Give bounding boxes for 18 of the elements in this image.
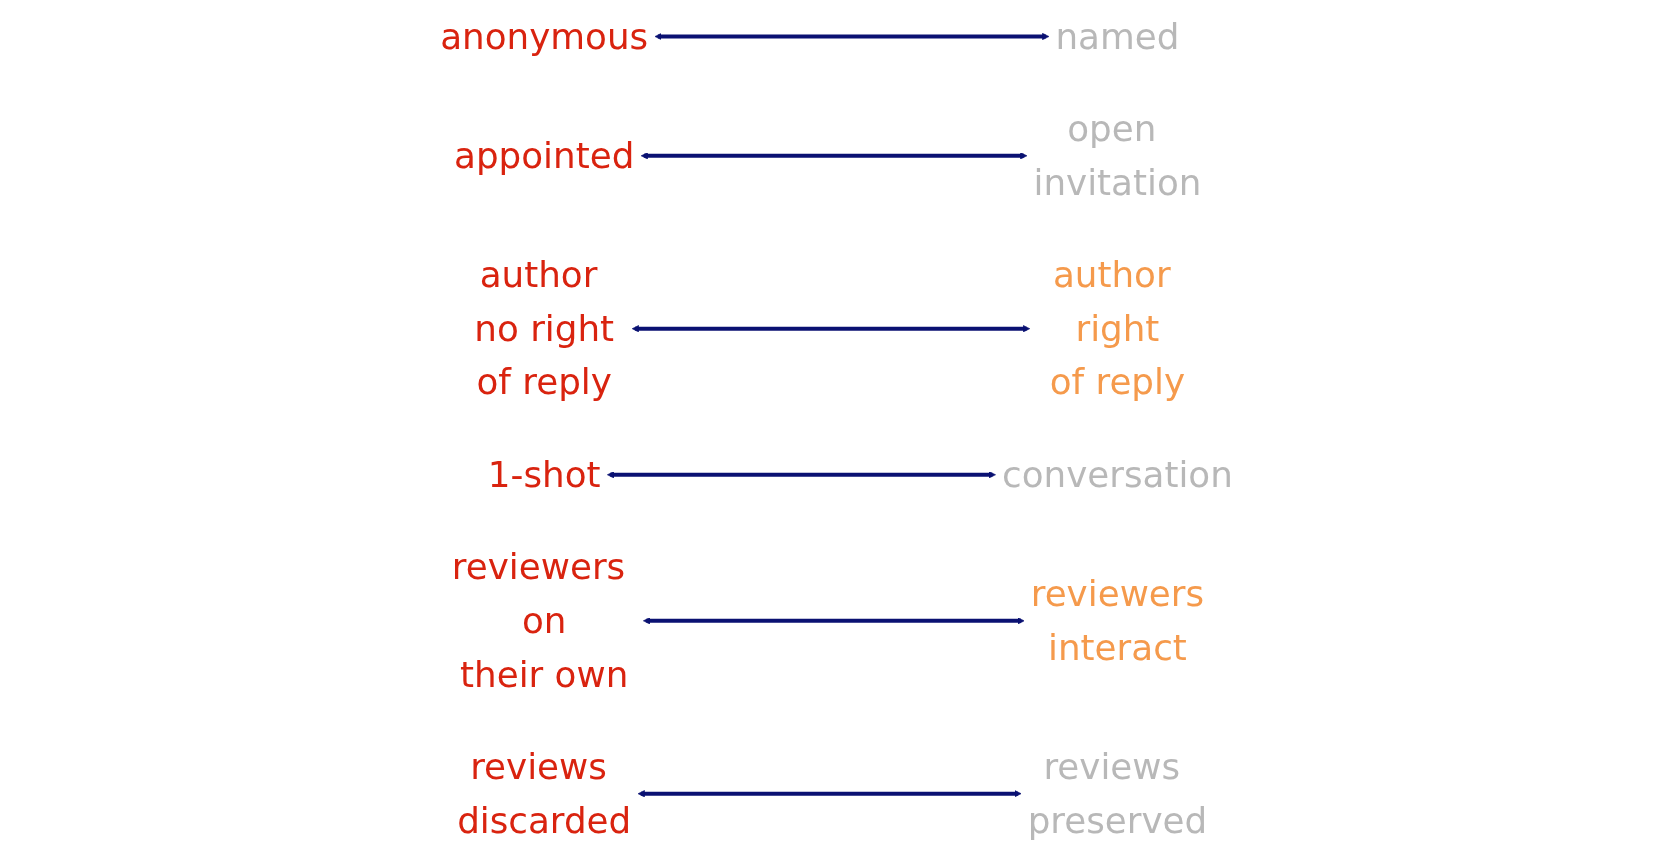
arrow (631, 325, 1031, 333)
arrow (643, 617, 1025, 625)
node-text: appointed (454, 134, 635, 177)
arrow (607, 471, 996, 479)
arrow (654, 32, 1050, 41)
node-text: open invitation (1033, 107, 1202, 203)
arrow (637, 790, 1022, 798)
arrow (640, 152, 1028, 160)
node-text: conversation (1002, 453, 1233, 496)
node-text: named (1055, 15, 1180, 57)
node-text: reviews preserved (1027, 745, 1208, 841)
node-text: author right of reply (1049, 254, 1186, 403)
node-text: 1-shot (487, 453, 601, 496)
node-text: reviews discarded (457, 745, 632, 841)
node-text: reviewers on their own (451, 546, 629, 695)
node-text: anonymous (440, 15, 649, 57)
node-text: author no right of reply (474, 254, 615, 403)
node-text: reviewers interact (1030, 572, 1205, 668)
